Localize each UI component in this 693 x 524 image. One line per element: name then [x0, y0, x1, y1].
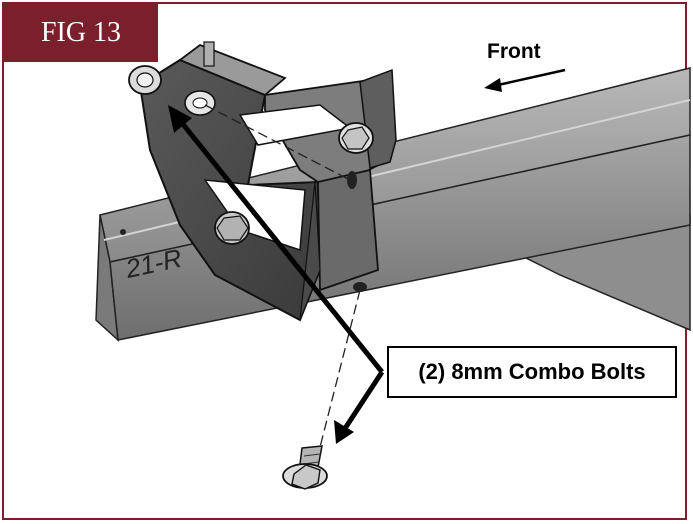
- top-bolt: [128, 41, 216, 116]
- slot-holes: [347, 171, 367, 292]
- front-label: Front: [487, 40, 541, 63]
- right-nut: [338, 122, 374, 154]
- combo-bolts-callout: (2) 8mm Combo Bolts: [387, 346, 677, 398]
- alignment-lines: [204, 104, 361, 456]
- figure-tag: FIG 13: [4, 4, 158, 62]
- middle-bolt: [214, 211, 250, 245]
- loose-combo-bolt: [282, 445, 328, 490]
- callout-arrows: [168, 105, 385, 444]
- front-direction-arrow: [484, 68, 566, 92]
